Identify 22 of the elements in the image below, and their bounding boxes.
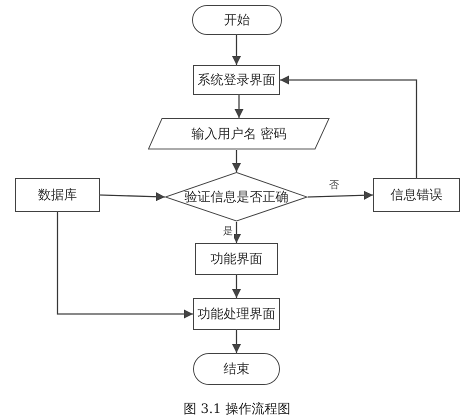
arrow — [232, 222, 242, 243]
decision-text: 验证信息是否正确 — [184, 189, 288, 206]
arrow — [232, 330, 242, 353]
process-box: 功能处理界面 — [193, 298, 280, 330]
terminal-box: 结束 — [193, 353, 280, 385]
process-box: 数据库 — [15, 178, 100, 212]
process-box: 系统登录界面 — [193, 65, 280, 95]
edge-label: 是 — [222, 224, 234, 238]
arrow — [308, 190, 374, 200]
arrow — [100, 192, 166, 202]
arrow — [232, 150, 242, 172]
process-box: 功能界面 — [195, 243, 278, 275]
input-text: 输入用户名 密码 — [191, 126, 287, 143]
arrow — [56, 212, 193, 319]
terminal-box: 开始 — [192, 5, 282, 35]
caption: 图 3.1 操作流程图 — [184, 402, 290, 417]
arrow — [234, 95, 244, 118]
arrow — [280, 75, 418, 178]
process-box: 信息错误 — [373, 178, 460, 212]
arrow — [232, 35, 242, 65]
edge-label: 否 — [328, 178, 340, 192]
arrow — [232, 275, 242, 298]
